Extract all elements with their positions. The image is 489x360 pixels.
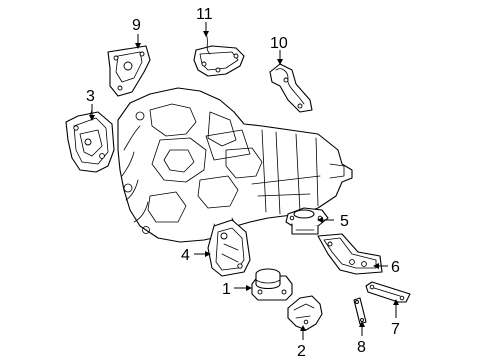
part-10-hanger (269, 63, 313, 113)
transmission-assembly (117, 87, 353, 243)
part-5-upper-mount (285, 207, 329, 235)
callout-5: 5 (340, 213, 349, 230)
part-4-mount-bracket (207, 219, 251, 277)
part-1-mount (251, 268, 293, 301)
callout-1: 1 (222, 281, 231, 298)
part-7-strap (365, 281, 411, 303)
callout-7: 7 (391, 321, 400, 338)
part-6-crossmember (317, 233, 383, 275)
callout-labels: 1 2 3 4 5 6 7 8 9 10 11 (86, 6, 400, 360)
callout-9: 9 (132, 17, 141, 34)
part-9-bracket-plate (107, 45, 151, 97)
callout-11: 11 (196, 6, 213, 23)
part-3-bracket (65, 109, 115, 173)
callout-3: 3 (86, 88, 95, 105)
callout-8: 8 (357, 339, 366, 356)
callout-4: 4 (181, 247, 190, 264)
callout-2: 2 (297, 343, 306, 360)
callout-6: 6 (391, 259, 400, 276)
part-2-heat-shield (287, 295, 323, 331)
part-11-upper-bracket (193, 33, 245, 77)
part-8-link (353, 297, 367, 325)
callout-10: 10 (270, 35, 288, 52)
callout-leaders (89, 22, 399, 340)
